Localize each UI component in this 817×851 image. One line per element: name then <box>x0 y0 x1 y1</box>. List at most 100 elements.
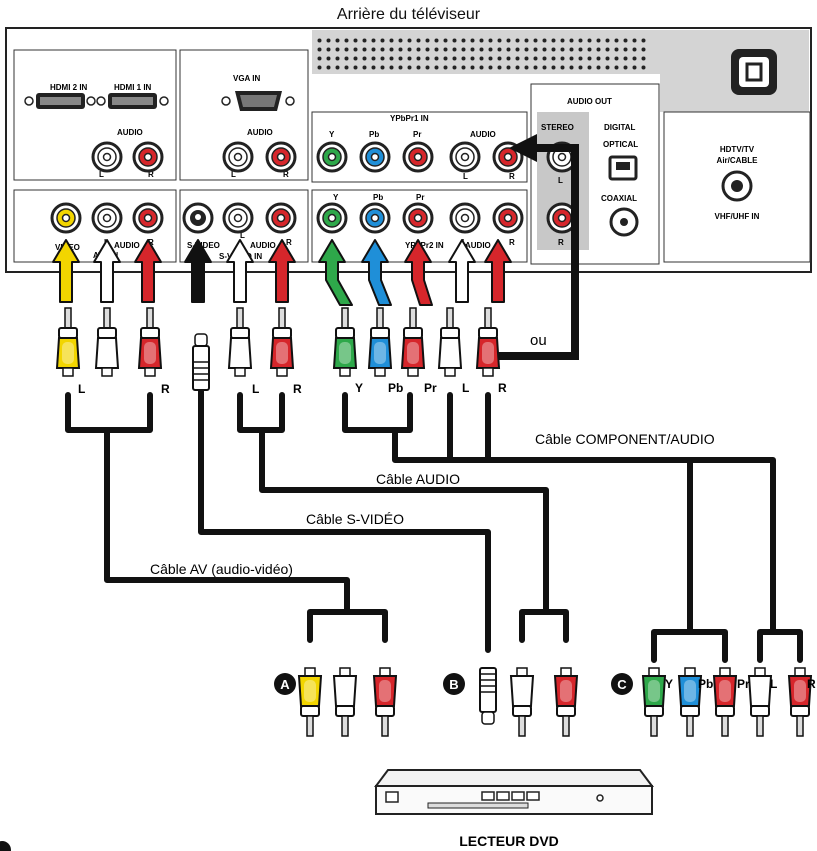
hdtv-label: HDTV/TV <box>720 145 755 154</box>
svideo-l: L <box>240 231 245 240</box>
svideo-plug-dvd-side <box>479 667 497 725</box>
red-plug-tv-side <box>475 307 501 377</box>
red-arrow <box>268 239 296 303</box>
white-rca-jack <box>222 202 254 234</box>
white-rca-jack <box>91 202 123 234</box>
red-rca-jack <box>132 141 164 173</box>
corner-badge <box>0 841 11 851</box>
audio1-label: AUDIO <box>117 128 143 137</box>
ypbpr1-audio: AUDIO <box>470 130 496 139</box>
hdmi2-port <box>24 93 96 109</box>
red-plug-tv-side <box>137 307 163 377</box>
hdmi1-label: HDMI 1 IN <box>114 83 152 92</box>
red-plug-tv-side <box>400 307 426 377</box>
audio-cable-label: Câble AUDIO <box>376 471 460 487</box>
blue-plug-tv-side <box>367 307 393 377</box>
white-plug-dvd-side <box>747 667 773 737</box>
vga-label: VGA IN <box>233 74 260 83</box>
alternative-route <box>488 134 579 360</box>
vent-grille <box>316 34 646 72</box>
plug-label-c-pr: Pr <box>737 677 750 691</box>
red-rca-jack <box>265 202 297 234</box>
connection-arrows <box>52 239 512 306</box>
red-arrow <box>484 239 512 303</box>
red-rca-jack <box>402 141 434 173</box>
av2-audio: AUDIO <box>114 241 140 250</box>
white-rca-jack <box>91 141 123 173</box>
ypbpr2-r: R <box>509 238 515 247</box>
audio-cable-bottom <box>519 609 569 643</box>
svideo-r: R <box>286 238 292 247</box>
plug-label-audio-r: R <box>293 382 302 396</box>
yellow-plug-dvd-side <box>297 667 323 737</box>
vhf-label: VHF/UHF IN <box>715 212 760 221</box>
svideo-label: S-VIDEO <box>187 241 220 250</box>
blue-rca-jack <box>359 202 391 234</box>
yellow-plug-tv-side <box>55 307 81 377</box>
white-arrow <box>448 239 476 303</box>
stereo-r: R <box>558 238 564 247</box>
green-plug-dvd-side <box>641 667 667 737</box>
optical-label: OPTICAL <box>603 140 638 149</box>
blue-arrow <box>361 239 392 306</box>
red-rca-jack <box>132 202 164 234</box>
antenna-port <box>721 170 753 202</box>
hdmi1-port <box>96 93 169 109</box>
plug-label-audio-l: L <box>252 382 259 396</box>
av-cable-top <box>65 392 153 433</box>
white-arrow <box>93 239 121 303</box>
white-plug-tv-side <box>94 307 120 377</box>
tv-back-panel: HDMI 2 IN HDMI 1 IN AUDIO L R VGA IN AUD… <box>5 27 812 273</box>
badge-b: B <box>443 673 465 695</box>
ypbpr2-y: Y <box>333 193 339 202</box>
digital-label: DIGITAL <box>604 123 636 132</box>
green-arrow <box>318 239 353 306</box>
red-arrow <box>134 239 162 303</box>
white-plug-tv-side <box>227 307 253 377</box>
plug-label-pb: Pb <box>388 381 403 395</box>
svideo-cable-label: Câble S-VIDÉO <box>306 511 404 527</box>
plug-label-c-pb: Pb <box>698 677 713 691</box>
white-rca-jack <box>449 202 481 234</box>
red-rca-jack <box>265 141 297 173</box>
stereo-l: L <box>558 176 563 185</box>
page-title: Arrière du téléviseur <box>336 6 481 23</box>
white-rca-jack <box>449 141 481 173</box>
ypbpr1-l: L <box>463 172 468 181</box>
badge-a: A <box>274 673 296 695</box>
plug-label-c-l: L <box>770 677 777 691</box>
ypbpr2-pr: Pr <box>416 193 424 202</box>
ypbpr2-audio: AUDIO <box>465 241 491 250</box>
white-arrow <box>226 239 254 303</box>
ypbpr1-r: R <box>509 172 515 181</box>
ypbpr2-pb: Pb <box>373 193 383 202</box>
av-cable-bottom <box>307 609 388 643</box>
red-plug-dvd-side <box>553 667 579 737</box>
hdmi2-label: HDMI 2 IN <box>50 83 88 92</box>
svideo-plug-tv-side <box>192 333 210 391</box>
yellow-rca-jack <box>50 202 82 234</box>
green-rca-jack <box>316 202 348 234</box>
svideo-jack <box>182 202 214 234</box>
coaxial-port <box>609 207 639 237</box>
component-cable-label: Câble COMPONENT/AUDIO <box>535 431 715 447</box>
av2-r: R <box>148 238 154 247</box>
vga-port <box>221 91 295 111</box>
yellow-arrow <box>52 239 80 303</box>
ypbpr1-pb: Pb <box>369 130 379 139</box>
red-arrow <box>404 239 433 306</box>
badge-c-text: C <box>617 677 627 692</box>
green-plug-tv-side <box>332 307 358 377</box>
badge-a-text: A <box>280 677 290 692</box>
audio-cable-top <box>237 392 285 433</box>
rca-jacks <box>50 141 578 234</box>
plug-label-c-y: Y <box>665 677 673 691</box>
red-plug-dvd-side <box>372 667 398 737</box>
air-cable-label: Air/CABLE <box>717 156 759 165</box>
ypbpr1-label: YPbPr1 IN <box>390 114 429 123</box>
white-plug-dvd-side <box>332 667 358 737</box>
plug-label-comp-l: L <box>462 381 469 395</box>
vga-audio-l: L <box>231 170 236 179</box>
tv-side-plugs <box>55 307 501 391</box>
